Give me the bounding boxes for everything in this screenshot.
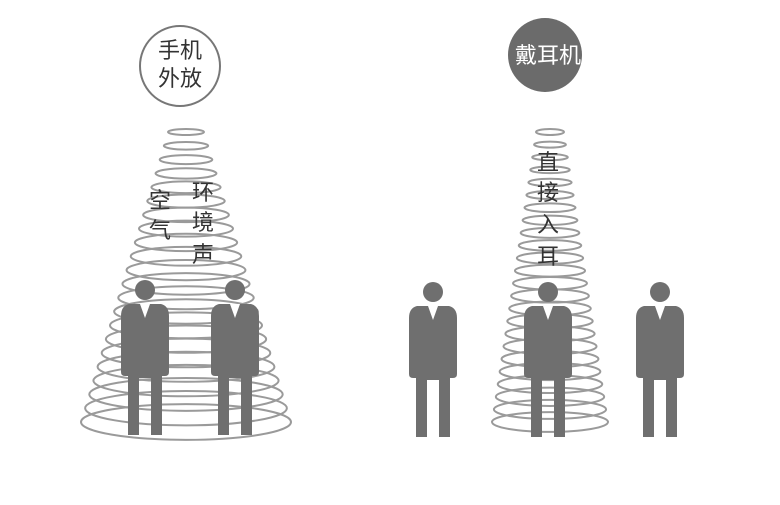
badge-phone-speaker: 手机 外放 bbox=[139, 25, 221, 107]
sound-ring bbox=[158, 154, 214, 166]
sound-ring bbox=[125, 258, 247, 282]
sound-ring bbox=[104, 324, 268, 354]
svg-text:空: 空 bbox=[149, 189, 171, 214]
sound-ring bbox=[96, 350, 276, 383]
sound-ring bbox=[492, 398, 608, 420]
left-sound-cone bbox=[80, 127, 292, 441]
right-person-left bbox=[409, 282, 457, 437]
sound-ring bbox=[80, 403, 292, 441]
label-kongqi: 空 气 bbox=[149, 189, 171, 244]
svg-text:直: 直 bbox=[537, 151, 559, 176]
sound-ring bbox=[133, 232, 239, 253]
svg-text:境: 境 bbox=[192, 211, 214, 236]
sound-ring bbox=[525, 190, 575, 201]
sound-ring bbox=[529, 165, 571, 175]
label-huanjingsheng: 环 境 声 bbox=[192, 181, 214, 268]
right-person-right bbox=[636, 282, 684, 437]
label-zhijieru-er: 直 接 入 耳 bbox=[537, 151, 559, 270]
sound-ring bbox=[162, 141, 210, 151]
sound-ring bbox=[84, 390, 288, 427]
sound-ring bbox=[150, 180, 222, 195]
svg-text:外放: 外放 bbox=[158, 67, 202, 92]
sound-ring bbox=[531, 153, 569, 162]
sound-ring bbox=[167, 127, 205, 137]
sound-ring bbox=[535, 128, 565, 136]
svg-text:接: 接 bbox=[537, 181, 559, 206]
sound-ring bbox=[100, 337, 272, 369]
badge-headphones: 戴耳机 bbox=[508, 18, 582, 92]
sound-ring bbox=[138, 219, 234, 238]
sound-ring bbox=[523, 202, 577, 213]
sound-ring bbox=[515, 251, 585, 265]
sound-ring bbox=[142, 206, 230, 224]
sound-ring bbox=[88, 376, 284, 412]
svg-text:耳: 耳 bbox=[537, 245, 559, 270]
sound-ring bbox=[117, 285, 255, 311]
sound-ring bbox=[519, 226, 581, 239]
svg-text:气: 气 bbox=[149, 219, 171, 244]
sound-ring bbox=[491, 411, 609, 433]
svg-text:入: 入 bbox=[537, 213, 559, 238]
sound-ring bbox=[527, 177, 573, 188]
svg-text:环: 环 bbox=[192, 181, 214, 206]
sound-ring bbox=[92, 363, 280, 398]
svg-text:声: 声 bbox=[192, 243, 214, 268]
sound-ring bbox=[517, 239, 583, 252]
sound-ring bbox=[129, 245, 243, 267]
sound-ring bbox=[121, 272, 251, 296]
svg-text:戴耳机: 戴耳机 bbox=[515, 44, 581, 69]
sound-ring bbox=[533, 140, 567, 149]
sound-ring bbox=[154, 167, 218, 180]
right-person-center bbox=[524, 282, 572, 437]
sound-ring bbox=[494, 386, 606, 407]
svg-text:手机: 手机 bbox=[158, 39, 202, 64]
sound-ring bbox=[521, 214, 579, 226]
